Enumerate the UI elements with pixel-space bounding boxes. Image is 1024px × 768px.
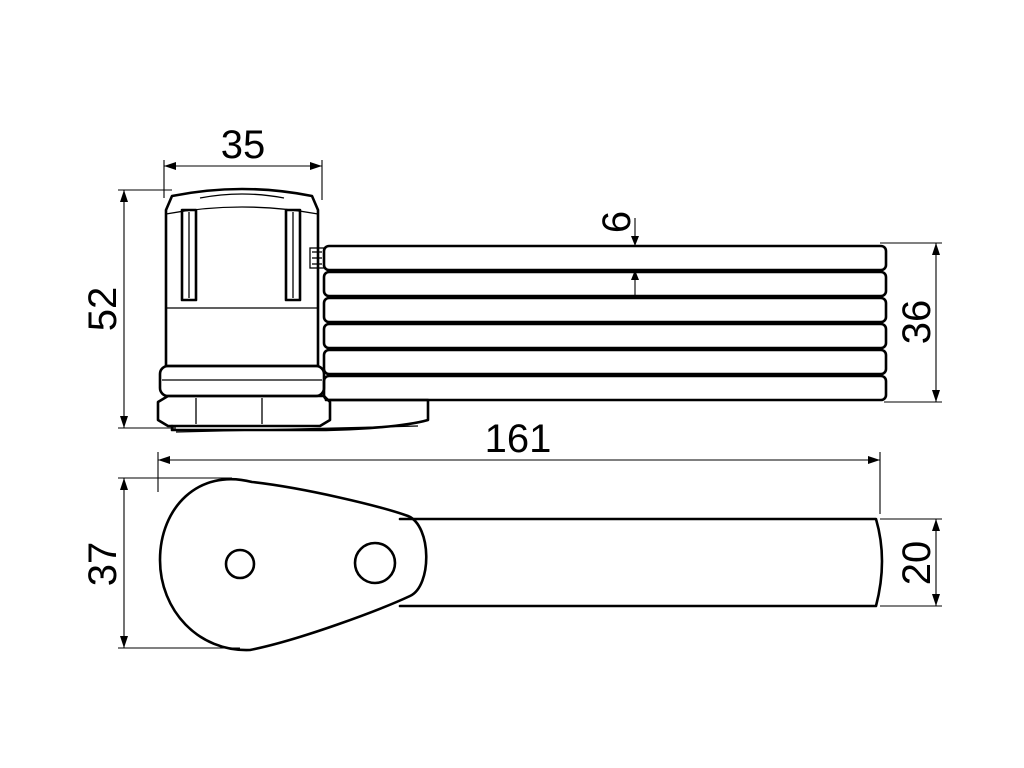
dimension-label-36: 36 bbox=[895, 300, 939, 345]
bar-2 bbox=[322, 270, 888, 298]
dimension-label-52: 52 bbox=[81, 287, 125, 332]
dimension-label-37: 37 bbox=[81, 542, 125, 587]
dimension-label-35: 35 bbox=[221, 123, 266, 167]
rivet-hole-large bbox=[353, 541, 397, 585]
bar-4 bbox=[322, 322, 888, 350]
folding-bars bbox=[322, 244, 888, 402]
dimension-6: 6 bbox=[595, 211, 639, 298]
bar-6 bbox=[322, 374, 888, 402]
side-view bbox=[158, 477, 884, 652]
dimension-35: 35 bbox=[163, 123, 323, 200]
dimension-label-20: 20 bbox=[895, 541, 939, 586]
bar-1 bbox=[322, 244, 888, 272]
dimension-36: 36 bbox=[880, 242, 942, 403]
top-view bbox=[156, 187, 888, 433]
dimension-20: 20 bbox=[880, 518, 942, 607]
dimension-161: 161 bbox=[157, 417, 881, 514]
side-bar bbox=[398, 517, 884, 608]
head-plate bbox=[158, 477, 428, 652]
lock-head bbox=[156, 187, 430, 433]
dimension-52: 52 bbox=[81, 189, 176, 429]
dimension-label-6: 6 bbox=[595, 211, 639, 233]
bar-3 bbox=[322, 296, 888, 324]
rivet-hole-small bbox=[224, 548, 256, 580]
dimension-label-161: 161 bbox=[485, 417, 552, 461]
dimension-37: 37 bbox=[81, 477, 240, 649]
bar-5 bbox=[322, 348, 888, 376]
